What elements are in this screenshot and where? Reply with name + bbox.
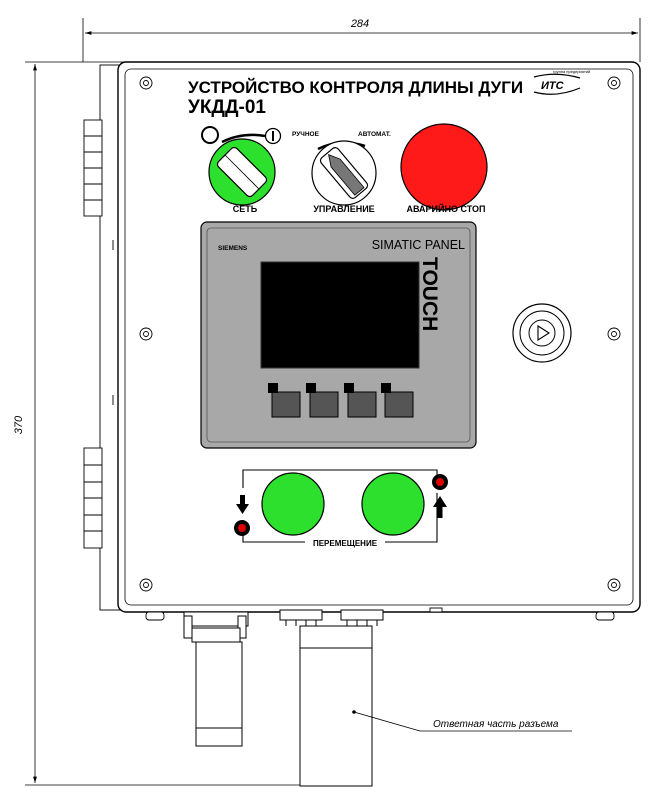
- right-connector: [279, 609, 384, 787]
- power-off-symbol-icon: [201, 126, 219, 144]
- reset-button[interactable]: [512, 303, 572, 363]
- up-arrow-icon: [433, 496, 447, 518]
- bottom-feet: [145, 607, 615, 621]
- panel-title: УСТРОЙСТВО КОНТРОЛЯ ДЛИНЫ ДУГИ: [188, 78, 523, 97]
- hmi-function-key-3[interactable]: [344, 383, 377, 418]
- left-side-profile: [83, 64, 121, 611]
- left-connector: [183, 611, 249, 747]
- svg-text:группа предприятий: группа предприятий: [553, 69, 590, 74]
- hmi-brand: SIEMENS: [218, 245, 248, 252]
- control-switch-label: УПРАВЛЕНИЕ: [313, 204, 374, 214]
- mating-part-label: Ответная часть разъема: [433, 719, 559, 730]
- down-arrow-icon: [236, 495, 249, 514]
- control-mode-switch[interactable]: РУЧНОЕ АВТОМАТ.: [292, 131, 391, 206]
- power-switch-label: СЕТЬ: [233, 204, 258, 214]
- its-logo-icon: группа предприятий ИТС: [533, 69, 590, 95]
- movement-label: ПЕРЕМЕЩЕНИЕ: [313, 539, 378, 548]
- power-on-symbol-icon: [264, 127, 282, 145]
- move-up-button[interactable]: [361, 472, 425, 536]
- hmi-function-keys: [268, 383, 414, 418]
- height-dimension-label: 370: [13, 415, 25, 434]
- panel-model: УКДД-01: [188, 97, 266, 118]
- mating-part-leader: [352, 710, 572, 732]
- hmi-touch-screen[interactable]: [260, 261, 420, 369]
- hmi-model: SIMATIC PANEL: [372, 238, 465, 252]
- move-down-button[interactable]: [261, 472, 325, 536]
- width-dimension-label: 284: [350, 18, 369, 30]
- enclosure-screws: [139, 76, 621, 592]
- width-dimension: [82, 18, 641, 62]
- power-switch[interactable]: [201, 126, 282, 206]
- play-icon: [537, 324, 551, 342]
- height-dimension: [25, 61, 300, 786]
- hmi-function-key-1[interactable]: [268, 383, 301, 418]
- manual-mode-label: РУЧНОЕ: [292, 131, 320, 138]
- svg-text:ИТС: ИТС: [541, 80, 565, 92]
- hmi-touch-label: TOUCH: [418, 257, 441, 331]
- auto-mode-label: АВТОМАТ.: [358, 131, 391, 138]
- hmi-function-key-2[interactable]: [306, 383, 339, 418]
- hmi-function-key-4[interactable]: [381, 383, 414, 418]
- emergency-stop-label: АВАРИЙНО СТОП: [406, 203, 485, 214]
- emergency-stop-button[interactable]: [400, 123, 488, 211]
- power-switch-arc: [221, 133, 266, 144]
